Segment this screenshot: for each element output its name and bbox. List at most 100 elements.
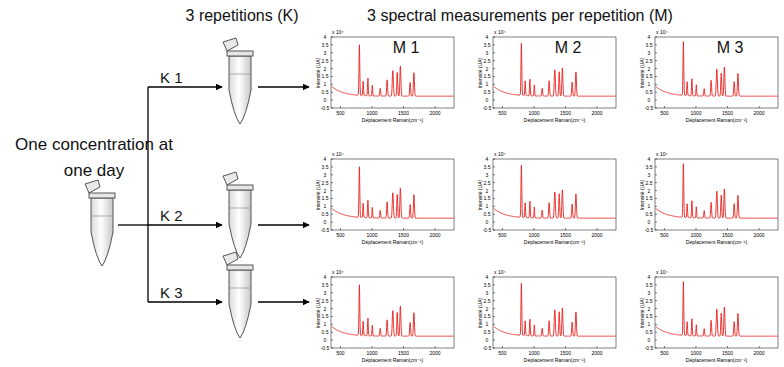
liquid-line <box>230 208 250 209</box>
spectrum-plot <box>493 277 616 348</box>
tick-label: 4 <box>324 35 327 40</box>
tick-label: 1 <box>486 204 489 209</box>
tube-rim <box>89 193 115 198</box>
liquid-line <box>230 288 250 289</box>
tick-label: 3 <box>648 290 651 295</box>
axis-multiplier: x 10⁴ <box>332 30 344 35</box>
sample-caption: One concentration at one day <box>5 132 183 184</box>
tick-label: 1.5 <box>322 196 329 201</box>
liquid-line <box>92 216 112 217</box>
tick-label: 1000 <box>528 351 539 356</box>
tick-label: 4 <box>648 275 651 280</box>
tick-label: 2.5 <box>646 180 653 185</box>
tick-label: 1500 <box>398 351 409 356</box>
tube-rim <box>227 51 253 56</box>
tick-label: 4 <box>648 35 651 40</box>
tick-marks <box>493 277 597 348</box>
spectrum-plot <box>655 37 778 108</box>
tick-label: 1.5 <box>646 196 653 201</box>
tick-label: 2.5 <box>646 58 653 63</box>
axes-box <box>655 159 778 230</box>
tube-rim <box>227 265 253 270</box>
tick-label: 3.5 <box>484 164 491 169</box>
tick-label: 2000 <box>430 111 441 116</box>
tick-label: 3 <box>648 50 651 55</box>
eppendorf-tube <box>223 252 253 338</box>
tick-label: 2 <box>324 306 327 311</box>
tick-label: 3 <box>324 290 327 295</box>
tick-label: -0.5 <box>645 106 654 111</box>
tick-label: 500 <box>336 233 344 238</box>
tick-label: 2 <box>324 188 327 193</box>
measure-arrow <box>258 224 309 225</box>
tick-label: 2 <box>486 188 489 193</box>
tube-group <box>85 38 253 338</box>
tick-label: 2 <box>486 66 489 71</box>
spectrum-line <box>494 165 616 218</box>
tick-label: 1.5 <box>322 74 329 79</box>
tick-label: 0.5 <box>484 212 491 217</box>
tick-label: 0 <box>324 220 327 225</box>
tick-marks <box>493 37 597 108</box>
spectrum-plot <box>331 277 454 348</box>
tick-label: 1000 <box>366 111 377 116</box>
tube-lid <box>223 252 238 265</box>
tick-label: 0 <box>486 98 489 103</box>
axis-title: Intensité (UA) <box>478 297 483 328</box>
tube-lid <box>85 180 100 193</box>
spectrum-plot <box>655 277 778 348</box>
axis-multiplier: x 10⁴ <box>332 152 344 157</box>
tick-label: -0.5 <box>321 228 330 233</box>
tick-label: 500 <box>336 111 344 116</box>
tick-label: 2000 <box>430 351 441 356</box>
tick-label: -0.5 <box>645 346 654 351</box>
tick-label: 4 <box>486 35 489 40</box>
axis-multiplier: x 10⁴ <box>656 270 668 275</box>
tick-marks <box>331 159 435 230</box>
tick-label: 4 <box>324 275 327 280</box>
column-heading: 3 spectral measurements per repetition (… <box>367 7 673 25</box>
tick-label: 1.5 <box>322 314 329 319</box>
spectrum-line <box>332 167 454 218</box>
axis-title: Déplacement Raman(cm⁻¹) <box>686 358 747 363</box>
tick-label: 500 <box>498 111 506 116</box>
tick-label: 3.5 <box>646 164 653 169</box>
tick-marks <box>655 277 759 348</box>
tick-label: 500 <box>660 351 668 356</box>
tick-label: 1000 <box>690 351 701 356</box>
tick-label: 1 <box>486 82 489 87</box>
tick-label: -0.5 <box>321 106 330 111</box>
tick-label: 0 <box>486 338 489 343</box>
spectrum-line <box>332 285 454 336</box>
tick-label: 1500 <box>560 233 571 238</box>
tube-body <box>229 56 251 124</box>
tick-label: 2 <box>324 66 327 71</box>
tick-label: 3 <box>486 172 489 177</box>
tick-label: 3 <box>486 50 489 55</box>
tick-label: 3.5 <box>646 282 653 287</box>
tick-label: 1500 <box>560 111 571 116</box>
measure-arrow <box>258 86 309 87</box>
column-heading: 3 repetitions (K) <box>186 7 299 25</box>
axis-title: Déplacement Raman(cm⁻¹) <box>686 118 747 123</box>
axis-title: Intensité (UA) <box>478 57 483 88</box>
tick-label: 1.5 <box>484 196 491 201</box>
axis-title: Intensité (UA) <box>316 57 321 88</box>
axis-title: Déplacement Raman(cm⁻¹) <box>524 358 585 363</box>
axis-multiplier: x 10⁴ <box>656 30 668 35</box>
eppendorf-tube <box>85 180 115 266</box>
tick-label: 500 <box>498 351 506 356</box>
tick-label: 1 <box>648 322 651 327</box>
axis-title: Intensité (UA) <box>640 297 645 328</box>
tube-body <box>229 190 251 258</box>
tick-label: 2000 <box>754 351 765 356</box>
measurement-label: M 1 <box>391 39 422 57</box>
axis-title: Déplacement Raman(cm⁻¹) <box>362 358 423 363</box>
tick-label: 0.5 <box>484 330 491 335</box>
tick-label: 3 <box>486 290 489 295</box>
tick-label: 0.5 <box>322 212 329 217</box>
eppendorf-tube <box>223 172 253 258</box>
spectrum-line <box>494 283 616 336</box>
tick-label: 1500 <box>398 233 409 238</box>
tick-label: 0.5 <box>322 90 329 95</box>
